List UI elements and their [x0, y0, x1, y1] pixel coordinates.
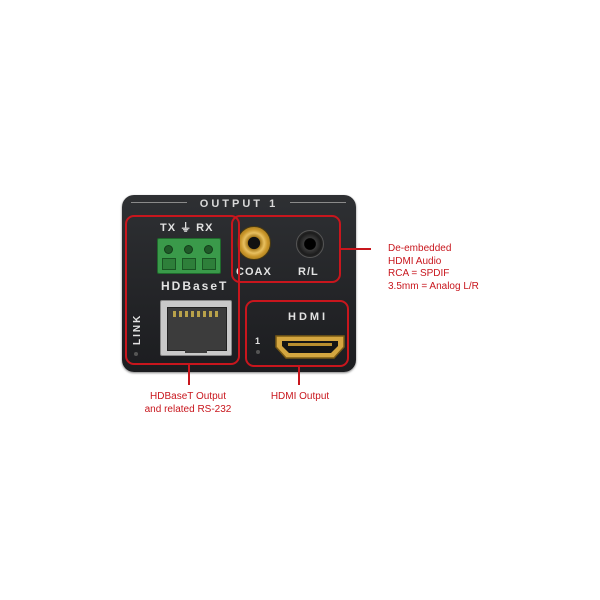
panel-frame-line-right	[290, 202, 346, 203]
coax-label: COAX	[236, 266, 272, 278]
audio-annotation: De-embedded HDMI Audio RCA = SPDIF 3.5mm…	[388, 243, 479, 292]
rl-label: R/L	[298, 266, 319, 278]
hdmi-highlight-frame	[245, 300, 349, 367]
hdbaset-annotation: HDBaseT Output and related RS-232	[144, 391, 232, 415]
coax-rca-jack[interactable]	[237, 226, 271, 260]
output-title: OUTPUT 1	[199, 198, 279, 210]
hdmi-annotation: HDMI Output	[270, 391, 330, 402]
hdmi-number-label: 1	[255, 336, 261, 346]
rs232-terminal-block[interactable]	[157, 238, 221, 274]
hdmi-led-icon	[256, 350, 260, 354]
hdmi-connector-line	[298, 367, 300, 385]
hdbaset-rj45-port[interactable]	[160, 300, 232, 356]
hdmi-label: HDMI	[288, 311, 329, 323]
terminal-label: TX ⏚ RX	[160, 222, 214, 234]
hdbaset-label: HDBaseT	[161, 279, 229, 293]
analog-3-5mm-jack[interactable]	[296, 230, 324, 258]
panel-frame-line-left	[131, 202, 187, 203]
audio-connector-line	[341, 248, 371, 250]
hdbaset-connector-line	[188, 365, 190, 385]
hdbaset-highlight-frame	[125, 215, 240, 365]
audio-highlight-frame	[231, 215, 341, 283]
link-led-icon	[134, 352, 138, 356]
hdmi-port[interactable]	[274, 333, 346, 361]
